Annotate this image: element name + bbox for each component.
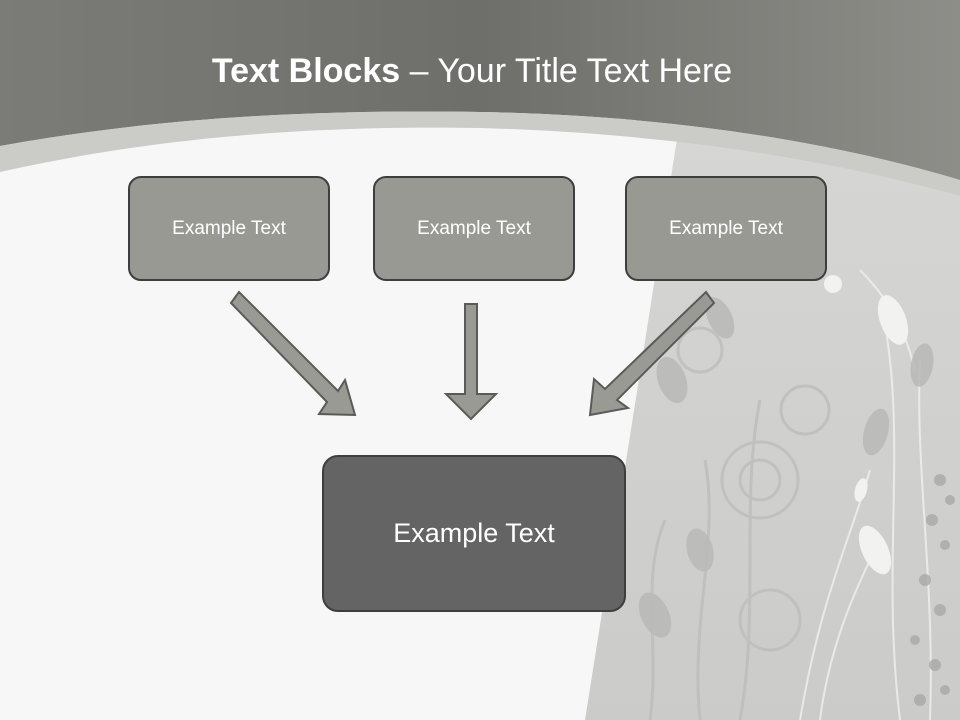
text-block-label: Example Text <box>417 217 531 239</box>
text-block-label: Example Text <box>669 217 783 239</box>
title-rest-text: – Your Title Text Here <box>400 52 733 90</box>
result-block[interactable]: Example Text <box>322 455 626 612</box>
title-bold-text: Text Blocks <box>211 52 401 90</box>
text-block-1[interactable]: Example Text <box>128 176 330 281</box>
text-block-3[interactable]: Example Text <box>625 176 827 281</box>
slide-title: Text Blocks – Your Title Text Here <box>0 52 944 91</box>
result-block-label: Example Text <box>393 518 555 548</box>
text-block-label: Example Text <box>172 217 286 239</box>
text-block-2[interactable]: Example Text <box>373 176 575 281</box>
